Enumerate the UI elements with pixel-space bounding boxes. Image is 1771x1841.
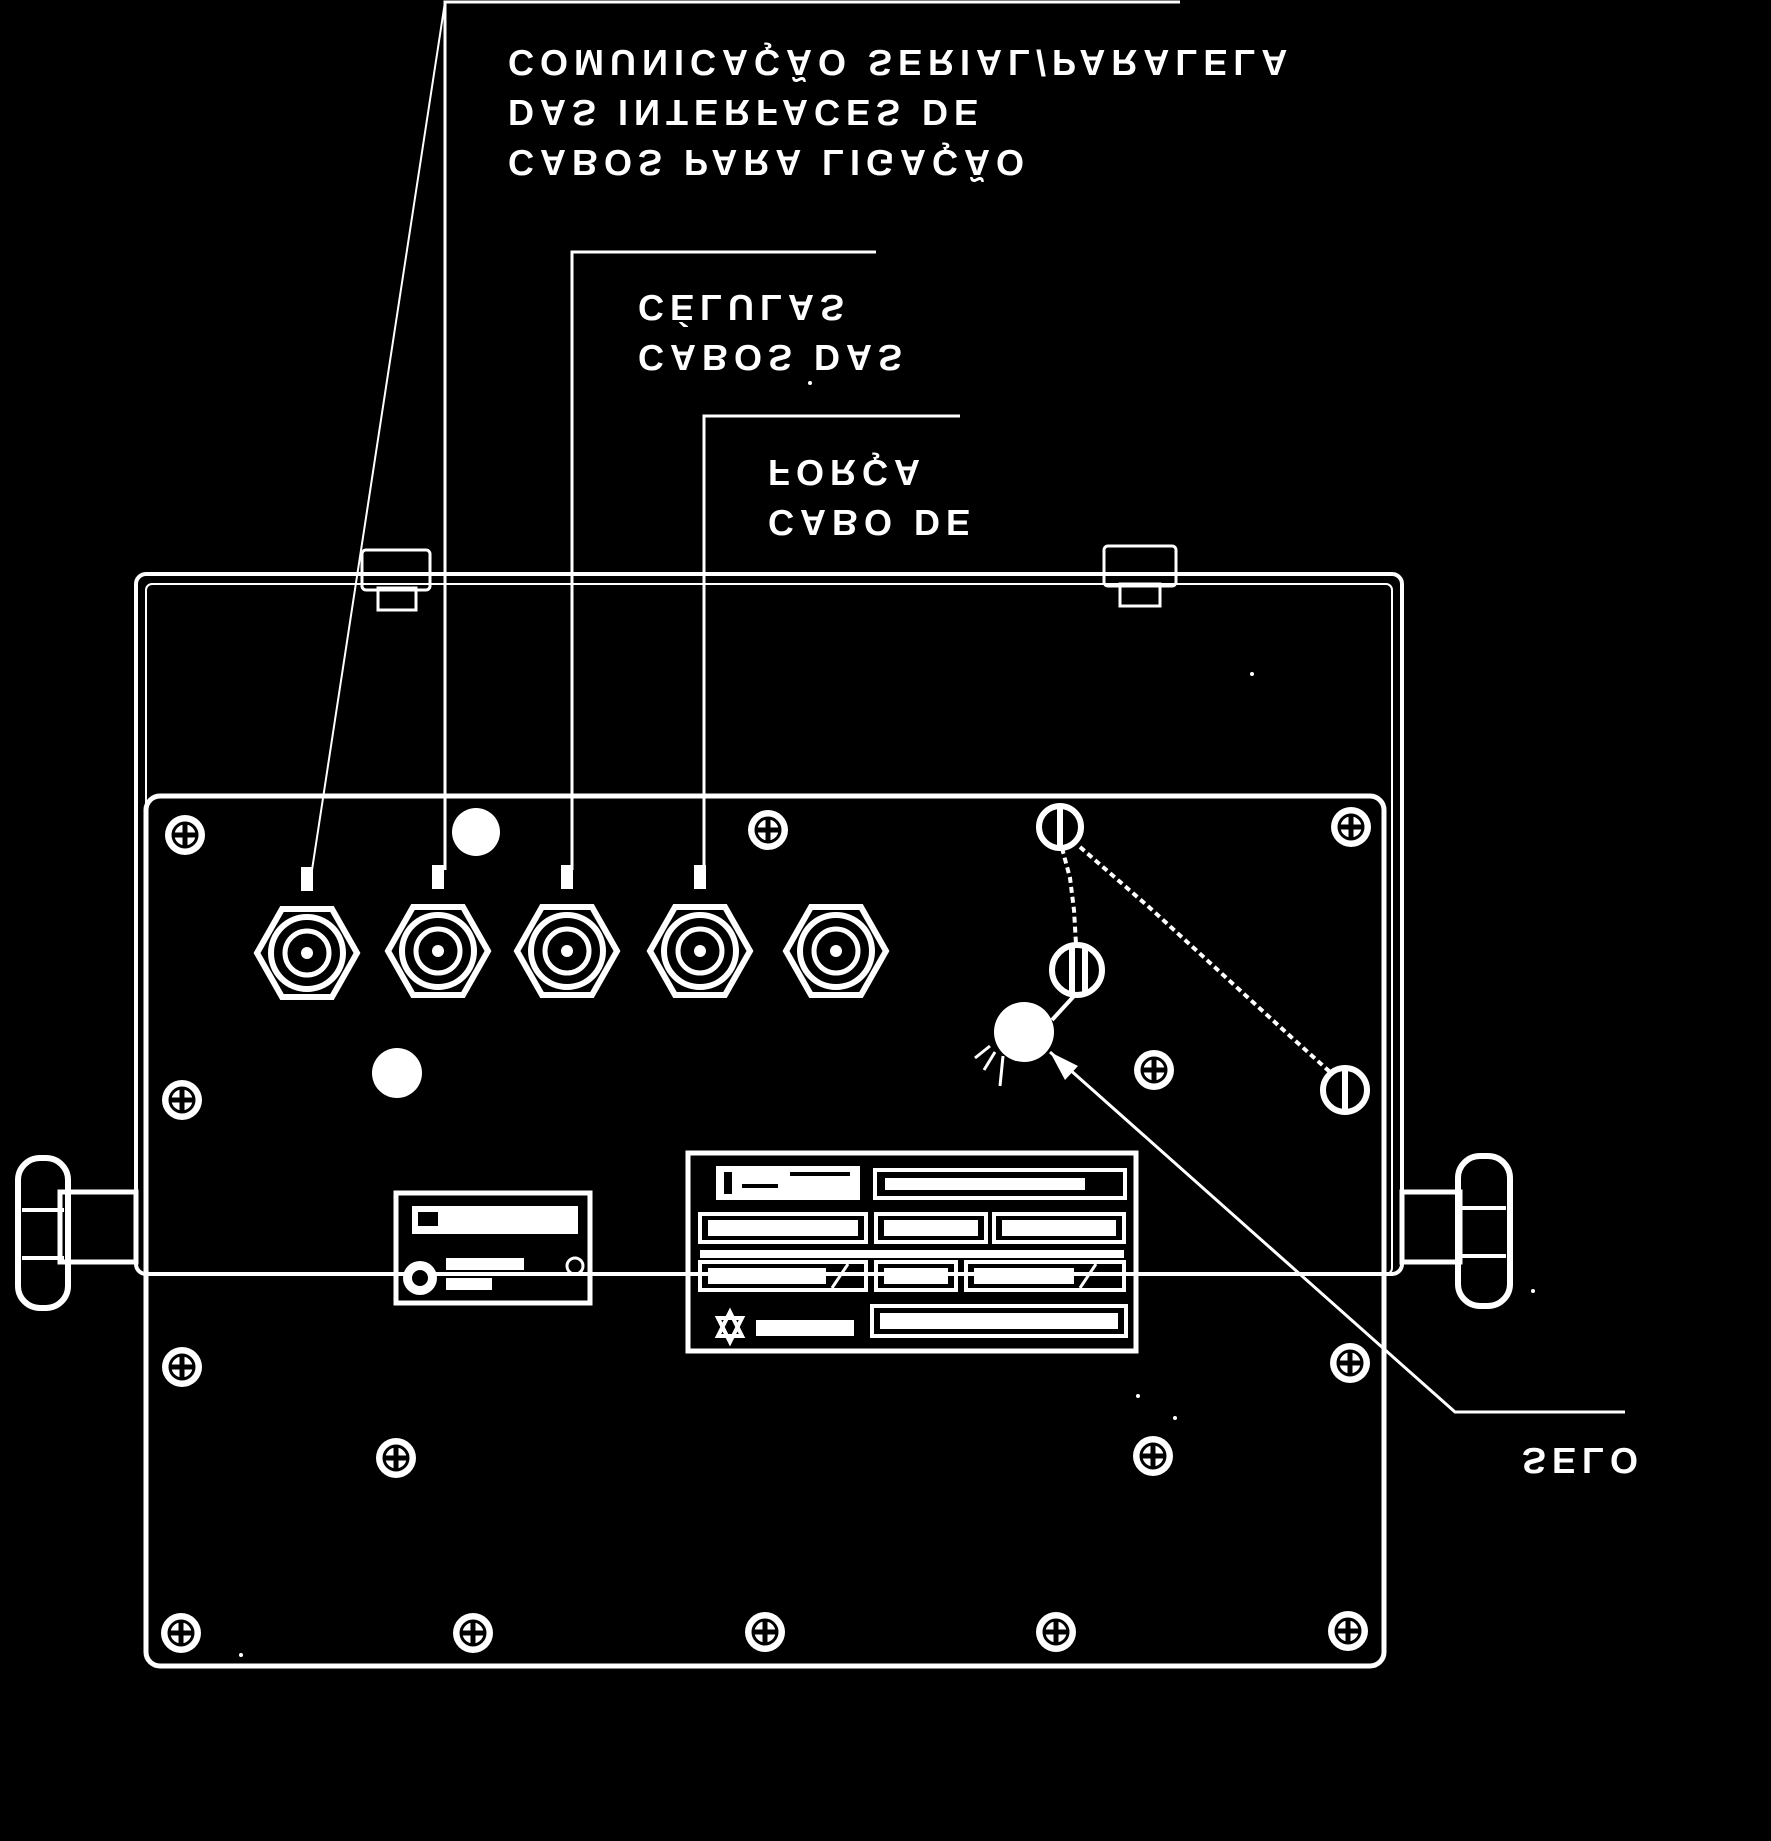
screw-icon bbox=[745, 1612, 785, 1652]
seal-wire-diagonal bbox=[1078, 845, 1332, 1074]
screw-icon bbox=[376, 1438, 416, 1478]
screw-icon bbox=[162, 1080, 202, 1120]
screw-icon bbox=[1134, 1050, 1174, 1090]
screw-icon bbox=[1133, 1436, 1173, 1476]
blank-plugs bbox=[372, 808, 500, 1098]
mounting-knob-icon bbox=[15, 1155, 71, 1311]
screw-icon bbox=[453, 1613, 493, 1653]
seal-wire-lead bbox=[1050, 994, 1076, 1022]
seal-screw-mid bbox=[1049, 942, 1105, 998]
top-clip-right bbox=[1102, 544, 1178, 588]
cable-gland-icon bbox=[782, 904, 890, 998]
screw-icon bbox=[165, 815, 205, 855]
screw-icon bbox=[1036, 1612, 1076, 1652]
label-cells-line2: CÉLULAS bbox=[638, 287, 850, 328]
leader-interfaces-branch bbox=[311, 1, 446, 871]
scan-specks bbox=[239, 381, 1535, 1657]
seal-icon bbox=[994, 1002, 1054, 1062]
nameplate-small bbox=[393, 1190, 593, 1306]
mounting-knob-icon bbox=[1455, 1153, 1513, 1309]
cable-gland-icon bbox=[253, 867, 361, 1000]
cable-gland-icon bbox=[384, 865, 492, 998]
screw-icon bbox=[1328, 1611, 1368, 1651]
callout-labels: CABOS PARA LIGAÇÃO DAS INTERFACES DE COM… bbox=[508, 42, 1644, 1481]
screw-icon bbox=[161, 1613, 201, 1653]
blank-plug-top bbox=[452, 808, 500, 856]
label-interfaces-line3: COMUNICAÇÃO SERIAL/PARALELA bbox=[508, 42, 1293, 84]
screw-icon bbox=[748, 810, 788, 850]
top-clip-left bbox=[360, 548, 432, 592]
seal-assembly bbox=[974, 803, 1370, 1115]
leader-lines bbox=[311, 0, 1625, 1414]
label-interfaces-line1: CABOS PARA LIGAÇÃO bbox=[508, 142, 1030, 184]
screw-icon bbox=[1331, 807, 1371, 847]
seal-screw-top bbox=[1036, 803, 1084, 851]
knob-left-neck bbox=[57, 1189, 139, 1265]
cable-gland-icon bbox=[513, 865, 621, 998]
top-clip-right-tab bbox=[1118, 582, 1162, 608]
screw-icon bbox=[1330, 1343, 1370, 1383]
rear-cover-plate bbox=[143, 793, 1387, 1669]
leader-seal-arrow bbox=[1050, 1052, 1078, 1080]
label-power-line1: CABO DE bbox=[768, 502, 976, 543]
seal-screw-right bbox=[1320, 1065, 1370, 1115]
blank-plug-left bbox=[372, 1048, 422, 1098]
screw-icon bbox=[162, 1347, 202, 1387]
label-interfaces-line2: DAS INTERFACES DE bbox=[508, 92, 984, 133]
mounting-knob-left bbox=[15, 1155, 139, 1311]
label-seal: SELO bbox=[1522, 1440, 1644, 1481]
leader-interfaces-main bbox=[443, 0, 1180, 870]
seal-wire-vertical bbox=[1060, 847, 1078, 945]
screws bbox=[161, 807, 1371, 1653]
label-power-line2: FORÇA bbox=[768, 452, 926, 493]
leader-power bbox=[702, 414, 960, 870]
leader-cells bbox=[570, 250, 876, 870]
mounting-knob-right bbox=[1399, 1153, 1513, 1309]
knob-right-neck bbox=[1399, 1189, 1463, 1265]
top-clip-left-tab bbox=[376, 586, 418, 612]
leader-seal bbox=[1049, 1050, 1625, 1414]
data-plate bbox=[685, 1150, 1139, 1354]
cable-gland-icon bbox=[646, 865, 754, 998]
label-cells-line1: CABOS DAS bbox=[638, 337, 908, 378]
cable-glands bbox=[253, 865, 890, 1000]
